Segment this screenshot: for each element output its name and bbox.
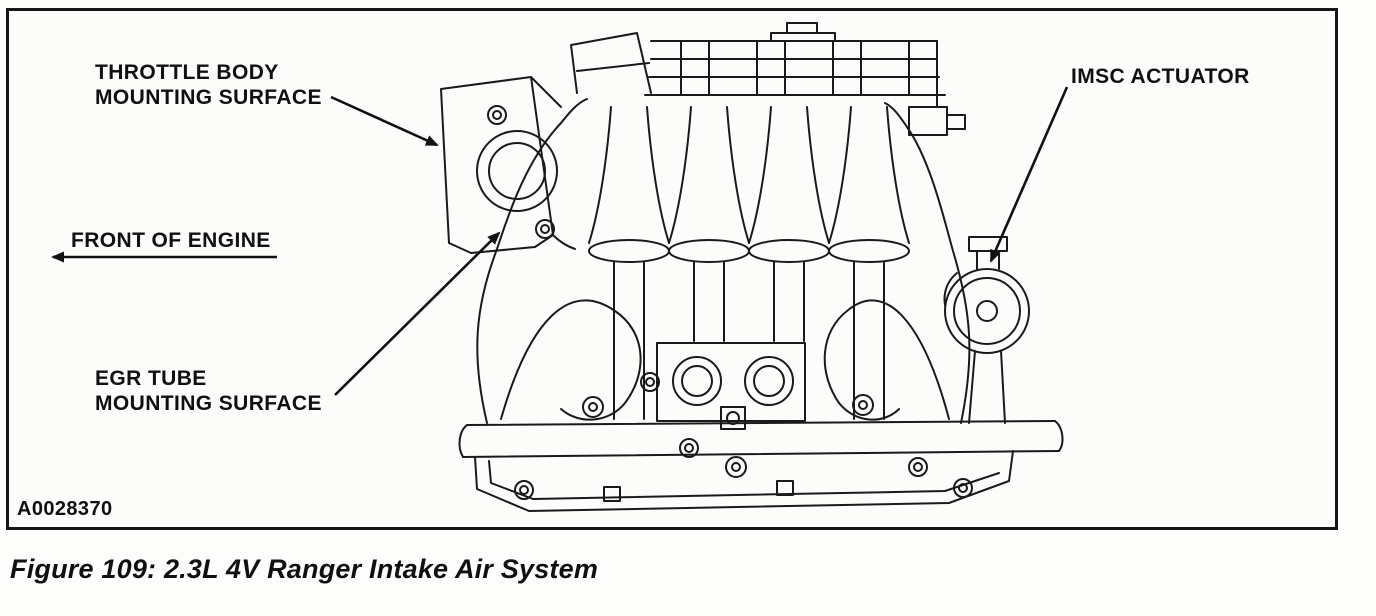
figure-caption: Figure 109: 2.3L 4V Ranger Intake Air Sy… <box>10 554 599 584</box>
label-egr-tube-mounting-surface: EGR TUBE MOUNTING SURFACE <box>95 367 322 415</box>
imsc-actuator-part <box>943 236 1030 424</box>
throttle-body-pointer-arrow-icon <box>330 95 439 147</box>
center-boss-detail <box>656 342 806 430</box>
drawing-number: A0028370 <box>17 498 113 520</box>
egr-tube-pointer-arrow-icon <box>334 231 501 396</box>
callout-arrows <box>51 86 1069 396</box>
label-imsc-actuator: IMSC ACTUATOR <box>1071 65 1250 88</box>
plenum-upper-section <box>570 22 966 136</box>
manifold-body-outline <box>476 98 971 424</box>
label-throttle-body-mounting-surface: THROTTLE BODY MOUNTING SURFACE <box>95 61 322 109</box>
imsc-pointer-arrow-icon <box>989 86 1069 263</box>
bolt-bosses <box>514 372 973 500</box>
intake-runners <box>588 106 910 420</box>
bottom-flange <box>458 420 1064 512</box>
throttle-body-flange <box>440 76 576 254</box>
figure-frame: THROTTLE BODY MOUNTING SURFACE FRONT OF … <box>6 8 1338 530</box>
label-front-of-engine: FRONT OF ENGINE <box>71 229 271 252</box>
intake-manifold-drawing <box>51 22 1069 512</box>
